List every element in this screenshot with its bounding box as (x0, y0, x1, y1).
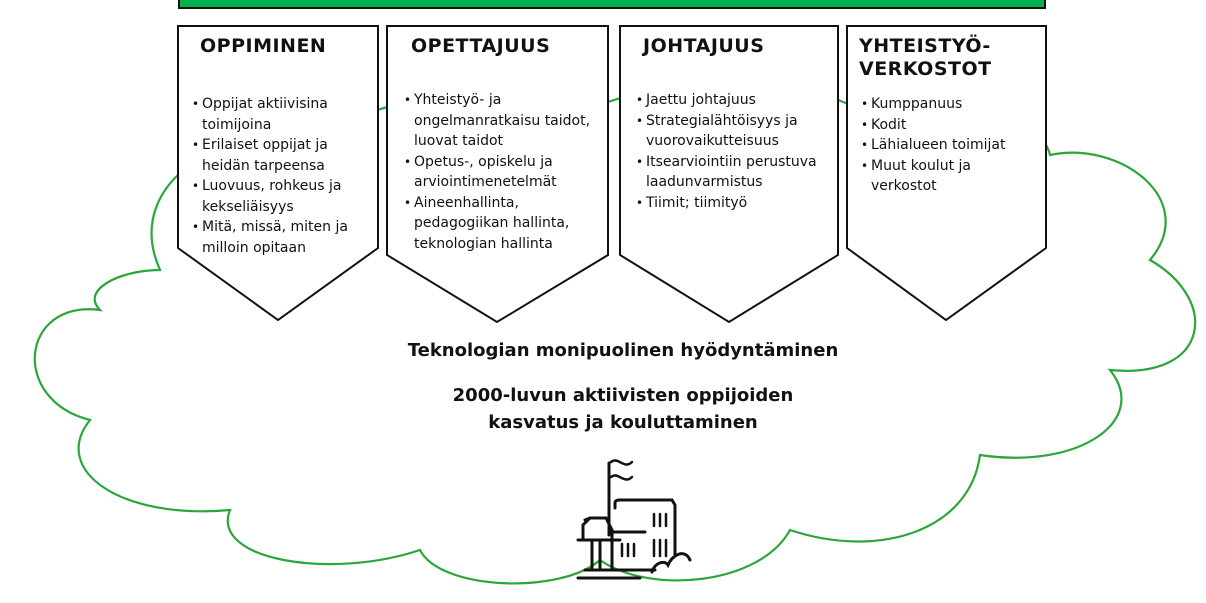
list-item: Opetus-, opiskelu ja arviointimenetelmät (404, 152, 604, 193)
box-items: Kumppanuus Kodit Lähialueen toimijat Muu… (861, 94, 1031, 197)
box-items: Jaettu johtajuus Strategialähtöisyys ja … (636, 90, 832, 213)
box-title: JOHTAJUUS (643, 35, 765, 57)
list-item: Itsearviointiin perustuva laadunvarmistu… (636, 152, 832, 193)
list-item: Oppijat aktiivisina toimijoina (192, 94, 372, 135)
box-title: YHTEISTYÖ-VERKOSTOT (859, 35, 992, 80)
list-item: Yhteistyö- ja ongelmanratkaisu taidot, l… (404, 90, 604, 152)
learners-caption-line2: kasvatus ja kouluttaminen (488, 412, 758, 433)
list-item: Lähialueen toimijat (861, 135, 1031, 156)
list-item: Erilaiset oppijat ja heidän tarpeensa (192, 135, 372, 176)
top-banner (178, 0, 1046, 9)
list-item: Kodit (861, 115, 1031, 136)
list-item: Kumppanuus (861, 94, 1031, 115)
learners-caption-line1: 2000-luvun aktiivisten oppijoiden (452, 385, 794, 406)
list-item: Tiimit; tiimityö (636, 193, 832, 214)
box-title: OPETTAJUUS (411, 35, 551, 57)
box-title: OPPIMINEN (200, 35, 327, 57)
list-item: Aineenhallinta, pedagogiikan hallinta, t… (404, 193, 604, 255)
box-items: Oppijat aktiivisina toimijoina Erilaiset… (192, 94, 372, 258)
list-item: Jaettu johtajuus (636, 90, 832, 111)
list-item: Strategialähtöisyys ja vuorovaikutteisuu… (636, 111, 832, 152)
list-item: Muut koulut ja verkostot (861, 156, 1031, 197)
technology-caption: Teknologian monipuolinen hyödyntäminen (407, 340, 839, 361)
list-item: Luovuus, rohkeus ja kekseliäisyys (192, 176, 372, 217)
school-building-icon (576, 459, 692, 580)
box-items: Yhteistyö- ja ongelmanratkaisu taidot, l… (404, 90, 604, 254)
list-item: Mitä, missä, miten ja milloin opitaan (192, 217, 372, 258)
cloud-outline (33, 85, 1197, 585)
